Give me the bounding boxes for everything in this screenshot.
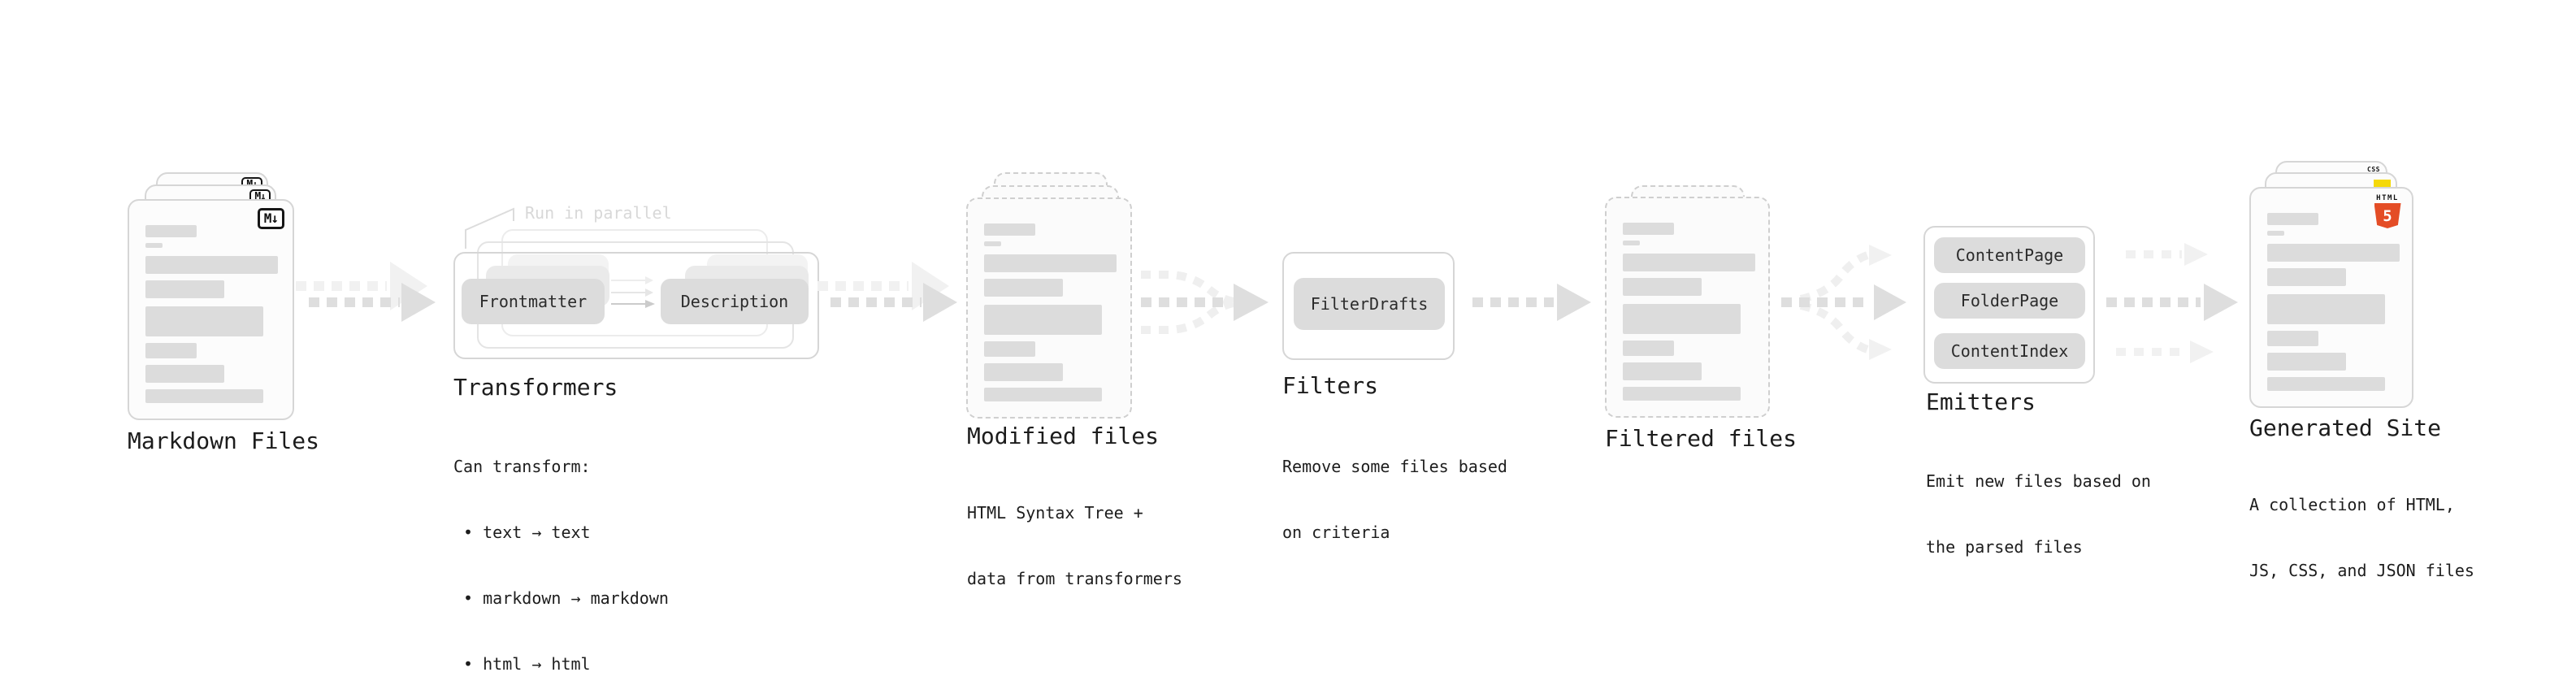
doc-content-bar: [145, 306, 263, 336]
desc-line: the parsed files: [1926, 537, 2083, 557]
doc-content: [968, 199, 1130, 417]
doc-content-bar: [2267, 231, 2284, 236]
doc-content-bar: [984, 279, 1063, 297]
emitter-box-folderpage: FolderPage: [1934, 283, 2085, 319]
desc-line: A collection of HTML,: [2249, 495, 2455, 514]
transformer-card-front: [453, 252, 819, 359]
markdown-icon: M↓: [257, 208, 284, 229]
node-description: A collection of HTML, JS, CSS, and JSON …: [2249, 450, 2474, 626]
doc-content: [1607, 198, 1768, 416]
node-description: Can transform: • text → text • markdown …: [453, 412, 669, 681]
desc-line: Emit new files based on: [1926, 471, 2151, 491]
doc-content-bar: [2267, 294, 2385, 324]
node-title: Transformers: [453, 374, 618, 401]
markdown-doc-front: M↓: [128, 199, 294, 420]
doc-content-bar: [1623, 254, 1755, 271]
doc-content-bar: [2267, 377, 2385, 391]
flow-arrow-emitters-to-site: [2106, 243, 2238, 363]
desc-line: Remove some files based: [1282, 457, 1507, 476]
flow-arrow-modified-to-filters: [1141, 271, 1268, 334]
html5-icon: HTML 5: [2371, 194, 2404, 228]
doc-content-bar: [984, 305, 1102, 335]
flow-arrow-filters-to-filtered: [1472, 284, 1591, 321]
doc-content-bar: [1623, 223, 1674, 235]
html5-icon-number: 5: [2383, 206, 2392, 225]
doc-content-bar: [1623, 241, 1640, 245]
doc-content-bar: [145, 256, 278, 274]
desc-line: data from transformers: [967, 569, 1182, 588]
emitters-card: [1923, 226, 2095, 384]
doc-content-bar: [1623, 362, 1702, 380]
emitter-box-contentindex: ContentIndex: [1934, 333, 2085, 369]
desc-line: HTML Syntax Tree +: [967, 503, 1143, 523]
doc-content-bar: [1623, 304, 1741, 334]
transform-step-arrows: [611, 276, 655, 308]
doc-content-bar: [145, 389, 263, 403]
description-box: Description: [661, 279, 809, 324]
desc-line: on criteria: [1282, 523, 1390, 542]
doc-content: [129, 201, 293, 419]
doc-content-bar: [2267, 213, 2318, 225]
js-icon: [2374, 180, 2391, 189]
html5-icon-shield: 5: [2374, 203, 2401, 228]
desc-line: JS, CSS, and JSON files: [2249, 561, 2474, 580]
css-icon-label: CSS: [2367, 166, 2380, 173]
doc-content-bar: [1623, 340, 1674, 356]
html5-icon-label: HTML: [2376, 194, 2399, 202]
doc-content-bar: [984, 388, 1102, 401]
doc-content-bar: [984, 223, 1035, 236]
filters-card: [1282, 252, 1455, 360]
node-description: HTML Syntax Tree + data from transformer…: [967, 458, 1182, 634]
node-title: Emitters: [1926, 388, 2036, 415]
node-title: Filtered files: [1605, 425, 1798, 452]
node-description: Remove some files based on criteria: [1282, 412, 1507, 588]
node-description: Emit new files based on the parsed files: [1926, 427, 2151, 602]
doc-content-bar: [145, 343, 197, 358]
filtered-doc-front: [1605, 197, 1770, 418]
doc-content-bar: [1623, 278, 1702, 296]
doc-content-bar: [984, 363, 1063, 381]
doc-content-bar: [984, 241, 1001, 246]
node-title: Markdown Files: [128, 427, 320, 454]
filterdrafts-box: FilterDrafts: [1294, 278, 1445, 330]
doc-content-bar: [984, 254, 1117, 272]
frontmatter-box: Frontmatter: [462, 279, 605, 324]
node-title: Filters: [1282, 372, 1379, 399]
doc-content-bar: [2267, 331, 2318, 346]
flow-arrow-markdown-to-transformers: [296, 262, 436, 322]
doc-content-bar: [2267, 244, 2400, 262]
doc-content-bar: [145, 225, 197, 237]
doc-content-bar: [1623, 387, 1741, 401]
doc-content-bar: [145, 243, 163, 248]
flow-arrow-filtered-to-emitters: [1781, 245, 1906, 360]
desc-line: Can transform:: [453, 457, 591, 476]
node-title: Generated Site: [2249, 414, 2442, 441]
node-title: Modified files: [967, 423, 1160, 449]
annotation-pointer-line: [465, 207, 514, 249]
flow-arrow-transformers-to-modified: [817, 262, 957, 322]
desc-line: • text → text: [453, 523, 591, 542]
desc-line: • markdown → markdown: [453, 588, 669, 608]
modified-doc-front: [966, 197, 1132, 419]
doc-content-bar: [2267, 268, 2346, 286]
doc-content: [2251, 189, 2412, 406]
doc-content-bar: [145, 280, 224, 298]
doc-content-bar: [2267, 353, 2346, 371]
doc-content-bar: [984, 341, 1035, 357]
site-doc-html: HTML 5: [2249, 187, 2413, 408]
desc-line: • html → html: [453, 654, 591, 674]
emitter-box-contentpage: ContentPage: [1934, 237, 2085, 273]
doc-content-bar: [145, 365, 224, 383]
run-in-parallel-annotation: Run in parallel: [525, 203, 672, 223]
